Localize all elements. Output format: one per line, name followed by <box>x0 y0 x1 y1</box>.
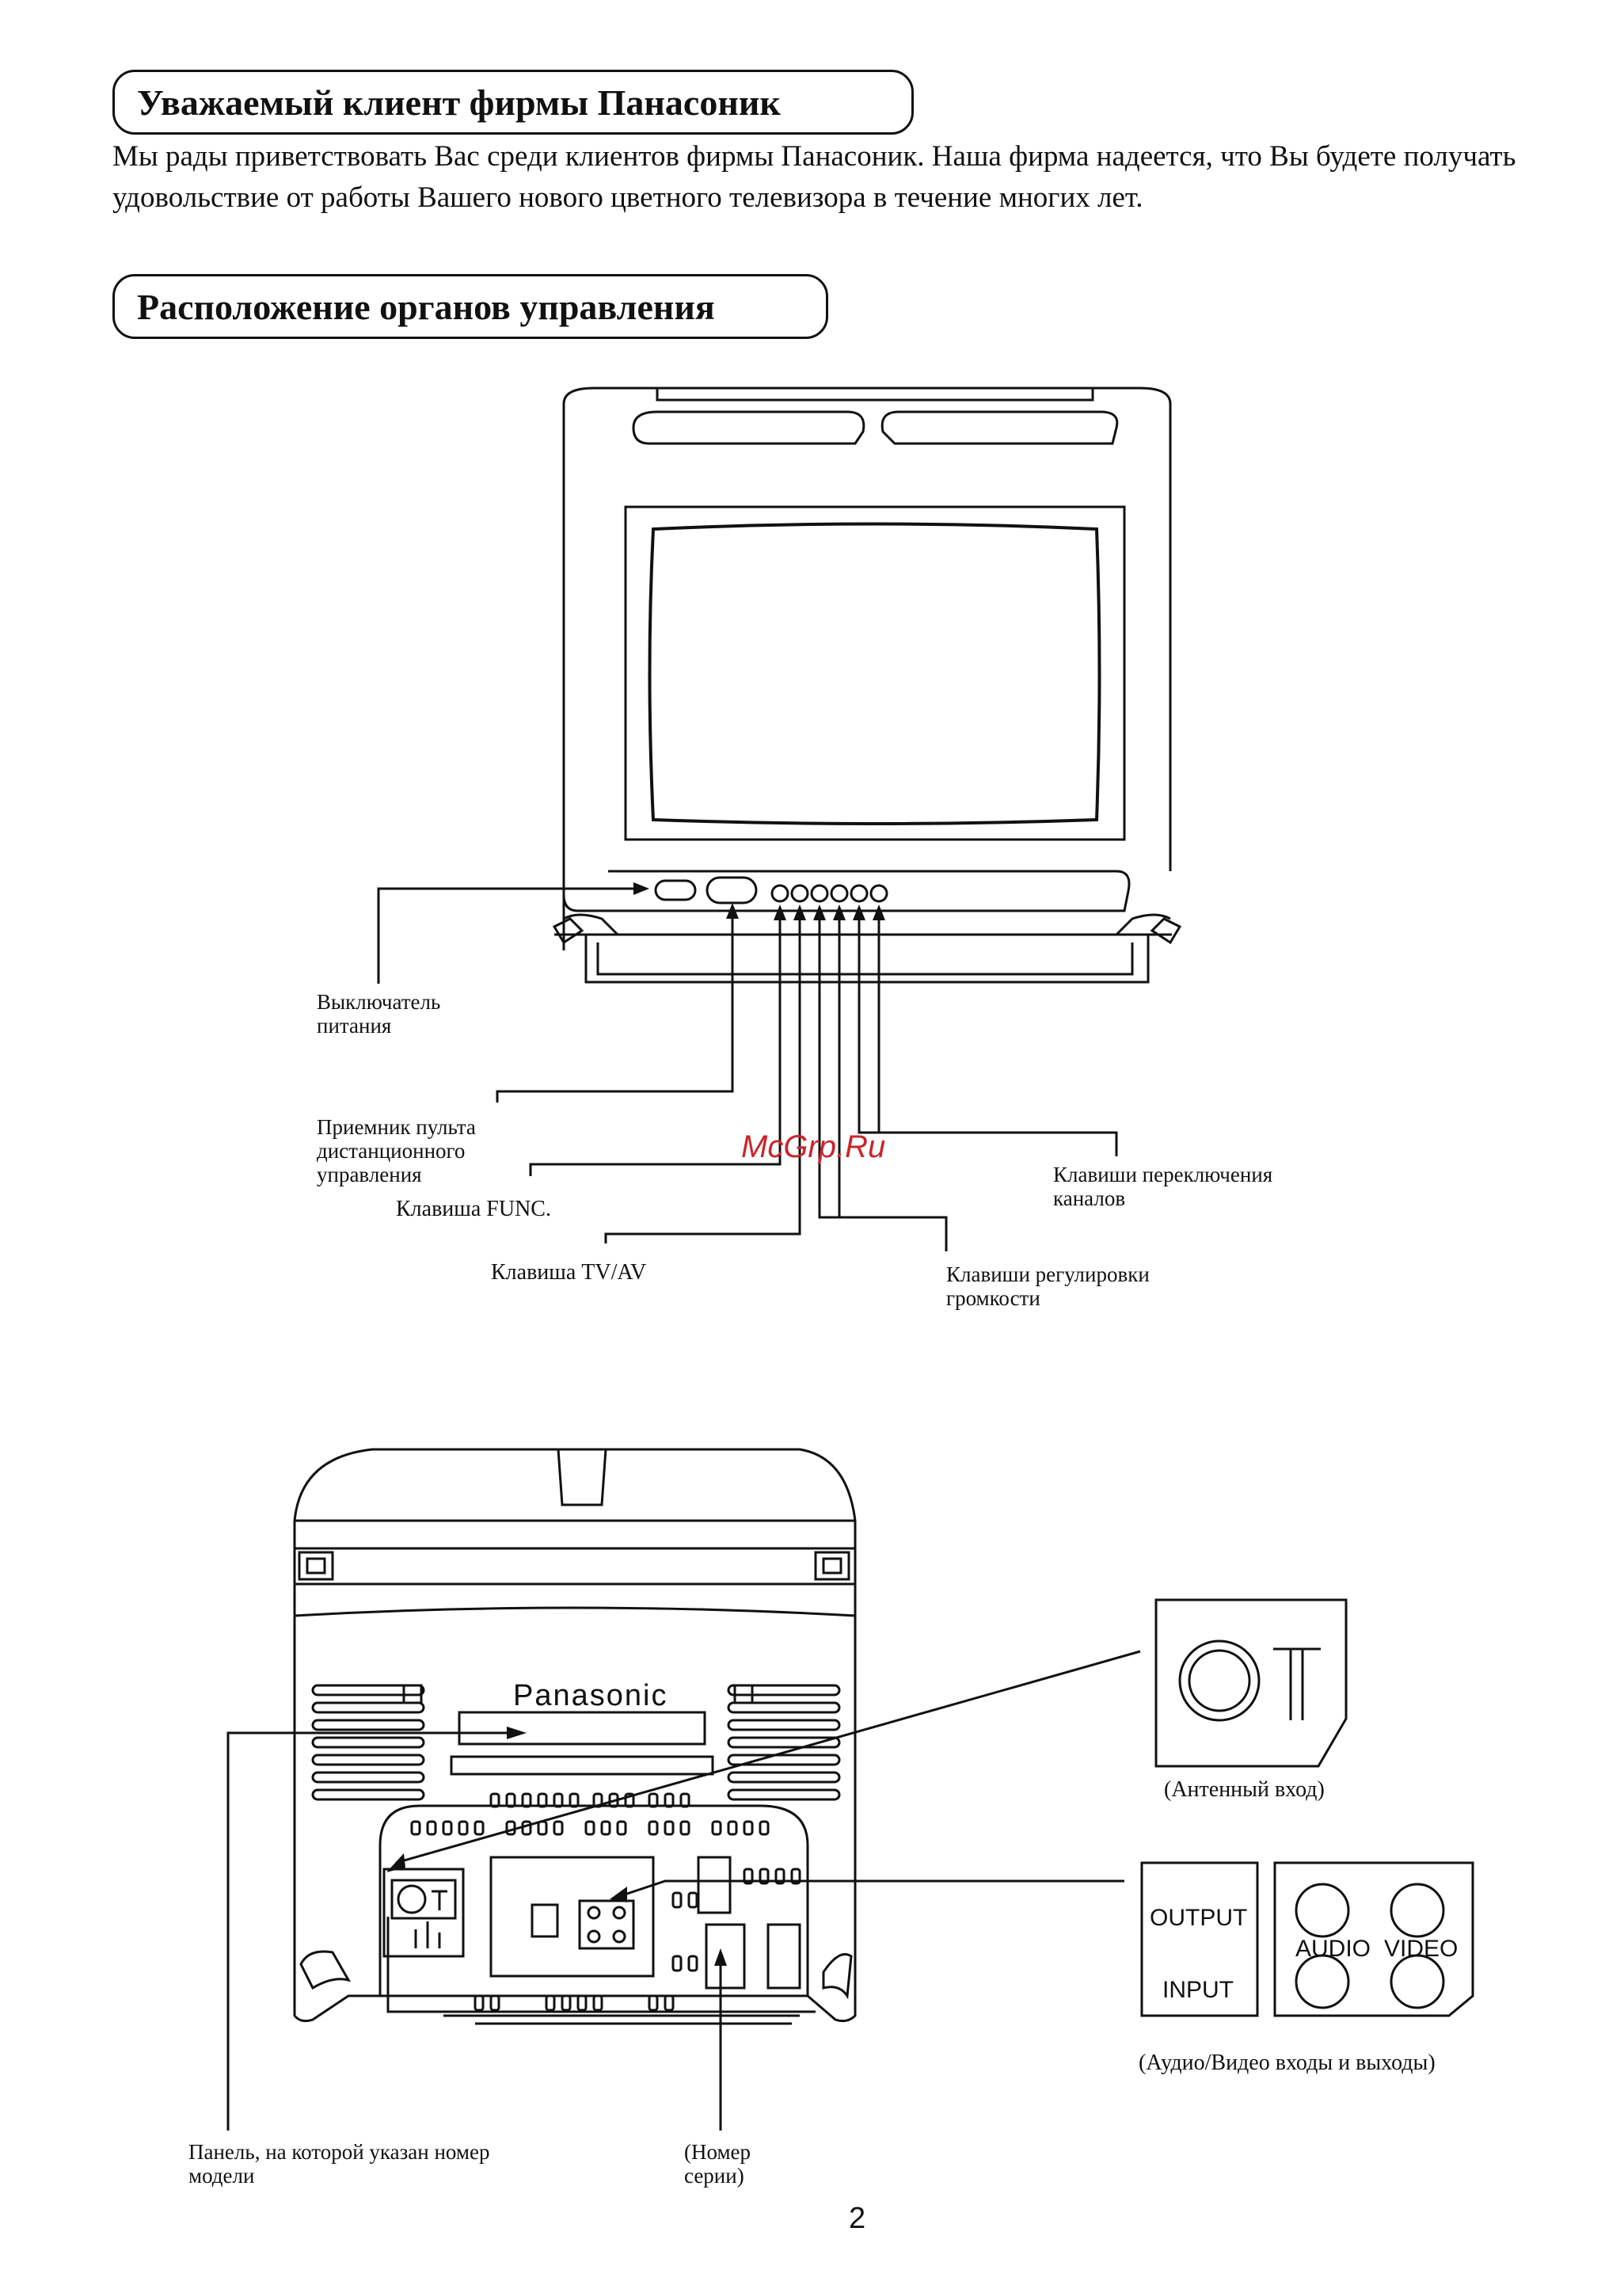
label-av-io: (Аудио/Видео входы и выходы) <box>1139 2051 1436 2075</box>
page-number: 2 <box>849 2202 866 2235</box>
label-channel-keys: Клавиши переключения каналов <box>1053 1163 1273 1210</box>
label-antenna-input: (Антенный вход) <box>1164 1777 1325 1802</box>
section-title-controls: Расположение органов управления <box>112 274 828 339</box>
label-serial-number: (Номер серии) <box>684 2140 751 2188</box>
label-volume-keys: Клавиши регулировки громкости <box>946 1262 1150 1310</box>
welcome-paragraph: Мы рады приветствовать Вас среди клиенто… <box>112 140 1516 214</box>
video-jack-label: VIDEO <box>1384 1936 1459 1962</box>
brand-logo-text: Panasonic <box>513 1679 668 1712</box>
label-tvav-key: Клавиша TV/AV <box>491 1260 647 1285</box>
label-remote-receiver: Приемник пульта дистанционного управлени… <box>317 1115 476 1186</box>
audio-jack-label: AUDIO <box>1295 1936 1371 1962</box>
section-title-welcome: Уважаемый клиент фирмы Панасоник <box>112 70 914 135</box>
label-model-panel: Панель, на которой указан номер модели <box>188 2140 490 2188</box>
input-jack-label: INPUT <box>1162 1977 1234 2003</box>
output-jack-label: OUTPUT <box>1150 1905 1248 1931</box>
watermark: McGrp.Ru <box>741 1129 886 1164</box>
label-func-key: Клавиша FUNC. <box>396 1197 551 1221</box>
label-power-switch: Выключатель питания <box>317 990 441 1038</box>
